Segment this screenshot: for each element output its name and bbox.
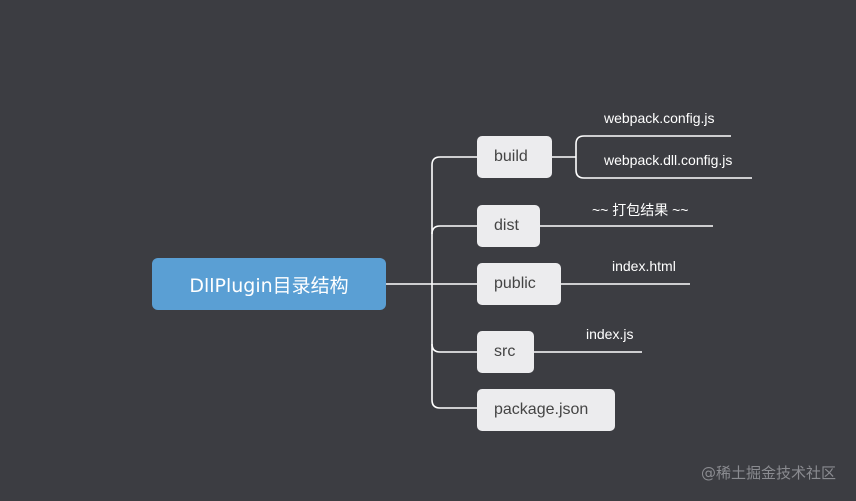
root-label: DllPlugin目录结构 <box>189 274 349 297</box>
node-package-json[interactable]: package.json <box>477 389 615 431</box>
connector-spine <box>431 156 441 409</box>
node-public[interactable]: public <box>477 263 561 305</box>
node-src[interactable]: src <box>477 331 534 373</box>
node-dist[interactable]: dist <box>477 205 540 247</box>
watermark: @稀土掘金技术社区 <box>700 464 836 482</box>
node-label: build <box>494 148 528 165</box>
node-label: src <box>494 343 516 360</box>
leaf-index-html[interactable]: index.html <box>612 258 676 274</box>
leaf-dist-result[interactable]: ~~ 打包结果 ~~ <box>592 202 689 218</box>
leaf-webpack-config[interactable]: webpack.config.js <box>604 110 715 126</box>
leaf-index-js[interactable]: index.js <box>586 326 634 342</box>
node-label: package.json <box>494 401 589 418</box>
connector-build-children <box>552 135 585 179</box>
root-node[interactable]: DllPlugin目录结构 <box>152 258 386 310</box>
node-label: dist <box>494 217 519 234</box>
connector-src <box>431 343 477 353</box>
connector-dist <box>431 225 477 235</box>
leaf-webpack-dll-config[interactable]: webpack.dll.config.js <box>604 152 733 168</box>
node-label: public <box>494 275 536 292</box>
node-build[interactable]: build <box>477 136 552 178</box>
